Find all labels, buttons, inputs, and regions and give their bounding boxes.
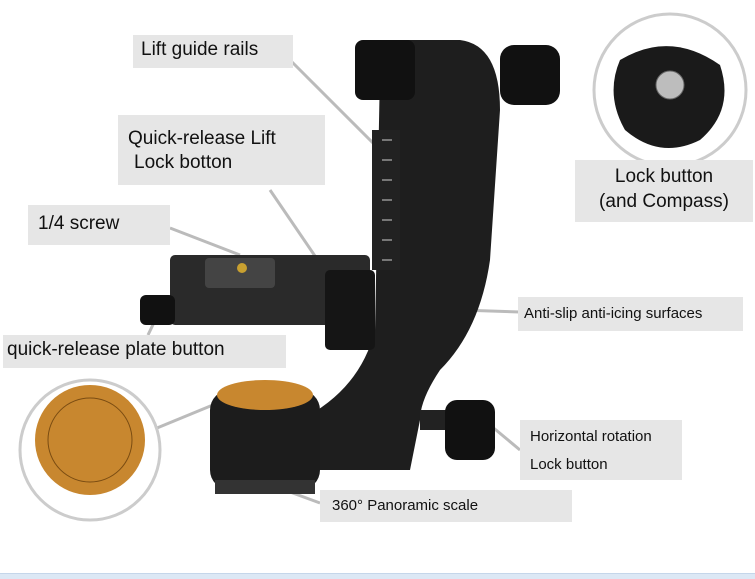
lift-lock-lever bbox=[325, 270, 375, 350]
plate-knob bbox=[140, 295, 175, 325]
label-screw: 1/4 screw bbox=[28, 205, 170, 245]
label-line: Horizontal rotation bbox=[530, 428, 652, 445]
rotation-base bbox=[210, 390, 320, 490]
label-panoramic-scale: 360° Panoramic scale bbox=[320, 490, 572, 522]
label-line: (and Compass) bbox=[599, 191, 729, 212]
label-line: Lock button bbox=[530, 456, 608, 473]
label-line: Lock botton bbox=[134, 152, 233, 173]
label-line: Lock button bbox=[614, 166, 714, 187]
label-line: Quick-release Lift bbox=[128, 128, 276, 149]
label-quick-release-lift-lock: Quick-release Lift Lock botton bbox=[118, 115, 325, 185]
bottom-strip bbox=[0, 573, 755, 579]
gold-cap bbox=[217, 380, 313, 410]
top-lock-knob bbox=[500, 45, 560, 105]
label-horizontal-rotation: Horizontal rotation Lock button bbox=[520, 420, 682, 480]
screw bbox=[237, 263, 247, 273]
label-lock-compass: Lock button (and Compass) bbox=[575, 160, 753, 222]
label-anti-slip: Anti-slip anti-icing surfaces bbox=[518, 297, 743, 331]
label-plate-button: quick-release plate button bbox=[3, 335, 286, 368]
horizontal-lock-knob bbox=[445, 400, 495, 460]
label-lift-guide-rails: Lift guide rails bbox=[133, 35, 293, 68]
